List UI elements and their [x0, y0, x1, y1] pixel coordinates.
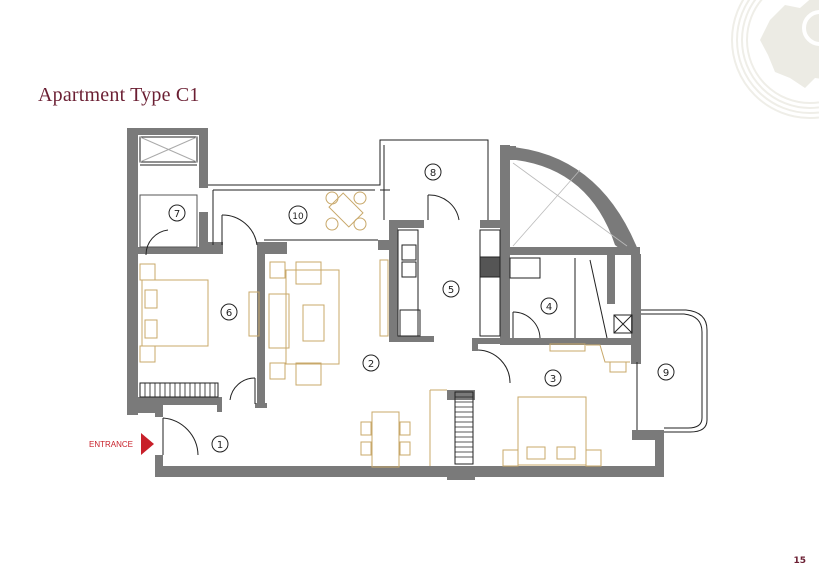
door-swings: [145, 194, 541, 456]
svg-text:10: 10: [292, 212, 304, 222]
room-label-8: 8: [424, 163, 442, 181]
room-label-3: 3: [544, 369, 562, 387]
svg-text:7: 7: [174, 209, 180, 220]
room-label-10: 10: [288, 205, 308, 225]
furniture: [139, 191, 630, 468]
entrance-arrow-icon: [141, 433, 154, 455]
svg-text:1: 1: [217, 440, 223, 451]
svg-text:6: 6: [226, 308, 232, 319]
room-label-5: 5: [442, 280, 460, 298]
svg-text:4: 4: [546, 302, 552, 313]
room-label-2: 2: [362, 354, 380, 372]
thin-walls: [139, 136, 708, 466]
svg-text:5: 5: [448, 285, 454, 296]
room-labels: 1 2 3 4 5 6 7 8 9 10: [168, 163, 675, 453]
stair-hatching: [139, 382, 474, 465]
curved-wall: [500, 146, 640, 255]
void-cross: [512, 162, 628, 247]
room-label-1: 1: [211, 435, 229, 453]
walls: [127, 128, 664, 480]
room-label-6: 6: [220, 303, 238, 321]
room-label-4: 4: [540, 297, 558, 315]
svg-text:3: 3: [550, 374, 556, 385]
entrance-label: ENTRANCE: [89, 440, 134, 449]
svg-text:8: 8: [430, 168, 436, 179]
room-label-7: 7: [168, 204, 186, 222]
svg-text:9: 9: [663, 368, 669, 379]
room-label-9: 9: [657, 363, 675, 381]
page-number: 15: [793, 556, 806, 566]
page-title: Apartment Type C1: [38, 84, 200, 106]
watermark-logo-icon: [731, 0, 819, 119]
svg-text:2: 2: [368, 359, 374, 370]
